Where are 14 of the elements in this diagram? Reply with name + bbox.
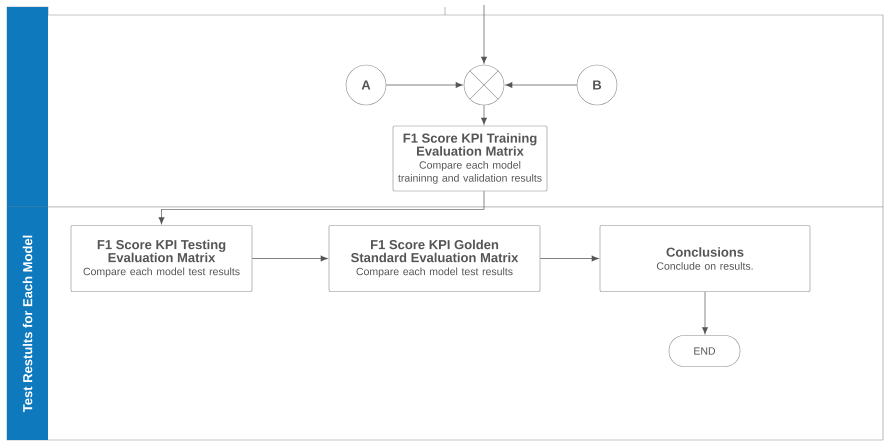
arrow — [481, 4, 487, 64]
process-box: F1 Score KPI Golden Standard Evaluation Matrix Compare each model test results — [328, 225, 540, 292]
process-box: Conclusions Conclude on results. — [600, 225, 810, 292]
process-box: F1 Score KPI Testing Evaluation Matrix Compare each model test results — [70, 225, 252, 292]
process-box: F1 Score KPI Training Evaluation Matrix Compare each model traininng and validation results — [392, 126, 548, 192]
arrow — [540, 256, 599, 262]
merge-symbol — [464, 64, 504, 106]
arrow — [481, 104, 487, 125]
arrow — [158, 190, 484, 224]
arrow — [252, 256, 328, 262]
arrow — [386, 82, 463, 88]
arrow — [505, 82, 578, 88]
arrow — [702, 291, 708, 334]
terminator: END — [668, 335, 740, 367]
